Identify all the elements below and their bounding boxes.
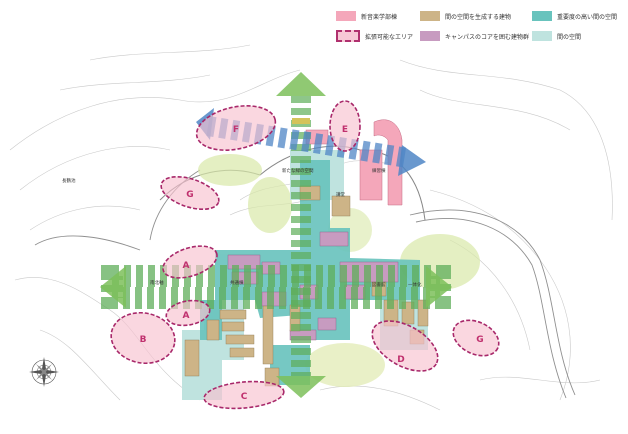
arrow-east <box>426 266 452 308</box>
arrow-south <box>276 376 326 398</box>
zone-b <box>110 311 176 365</box>
north-south-axis <box>276 72 326 398</box>
place-label: 長鶴池 <box>62 177 76 184</box>
legend: 新音楽学部棟 拡張可能なエリア 間の空間を生成する建物 キャンパスのコアを囲む建… <box>336 10 620 44</box>
legend-item: 拡張可能なエリア <box>336 30 413 42</box>
legend-label: 重要度の高い間の空間 <box>557 13 618 21</box>
legend-label: 間の空間を生成する建物 <box>445 13 512 21</box>
zone-letter: A <box>183 261 190 271</box>
legend-item: 重要度の高い間の空間 <box>532 10 617 22</box>
legend-swatch <box>532 31 552 41</box>
zone-letter: D <box>397 355 404 365</box>
east-west-axis <box>100 265 452 309</box>
zone-g-east <box>452 319 500 357</box>
zone-letter: A <box>183 311 190 321</box>
site-roads <box>34 169 576 399</box>
zone-letter: F <box>233 125 239 135</box>
arrow-southeast <box>398 145 426 176</box>
arrow-north <box>276 72 326 96</box>
zone-letter: C <box>241 392 248 402</box>
legend-label: 拡張可能なエリア <box>365 33 414 41</box>
legend-item: 間の空間 <box>532 30 581 42</box>
legend-swatch <box>420 31 440 41</box>
place-label: 新たな緑の空間 <box>282 167 314 174</box>
zone-letter: B <box>140 335 147 345</box>
place-label: 練習棟 <box>372 167 386 174</box>
compass-icon <box>29 357 59 387</box>
place-labels: 長鶴池 新たな緑の空間 南北軸 共通棟 練習棟 図書館 講堂 一体化 <box>62 167 422 288</box>
legend-item: 間の空間を生成する建物 <box>420 10 511 22</box>
legend-swatch <box>336 11 356 21</box>
zone-letters: A A B C D E F G G <box>140 125 484 402</box>
zone-letter: E <box>342 125 348 135</box>
legend-label: キャンパスのコアを囲む建物群 <box>445 33 530 41</box>
zone-letter: G <box>476 335 483 345</box>
legend-swatch <box>336 30 360 42</box>
zone-a-upper <box>162 245 218 279</box>
zone-f <box>195 105 277 151</box>
place-label: 一体化 <box>408 281 422 288</box>
legend-item: 新音楽学部棟 <box>336 10 397 22</box>
legend-swatch <box>420 11 440 21</box>
zone-a-lower <box>165 299 211 327</box>
place-label: 講堂 <box>336 191 345 198</box>
zone-c <box>203 380 285 410</box>
legend-item: キャンパスのコアを囲む建物群 <box>420 30 529 42</box>
zone-e <box>329 100 361 152</box>
zone-g-west <box>160 175 220 211</box>
place-label: 共通棟 <box>230 279 244 286</box>
legend-label: 間の空間 <box>557 33 582 41</box>
expandable-zones <box>110 100 500 410</box>
legend-label: 新音楽学部棟 <box>361 13 398 21</box>
place-label: 南北軸 <box>150 279 164 286</box>
zone-letter: G <box>186 190 193 200</box>
zone-d <box>371 320 439 372</box>
legend-swatch <box>532 11 552 21</box>
place-label: 図書館 <box>372 281 386 288</box>
arrow-west <box>100 266 126 308</box>
